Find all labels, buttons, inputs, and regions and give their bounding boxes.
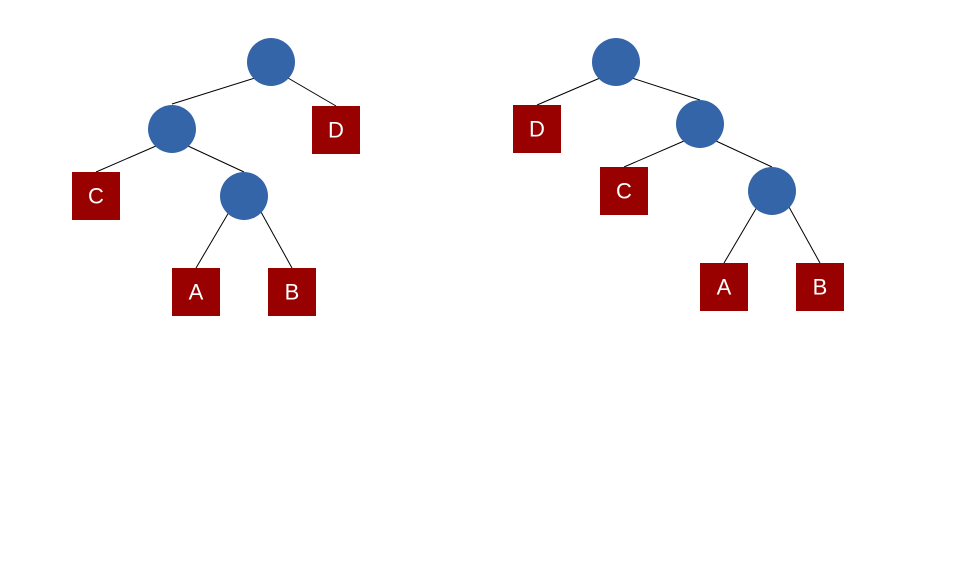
inner-node xyxy=(148,105,196,153)
leaf-label: C xyxy=(88,184,104,209)
edge-root-to-leaf-d xyxy=(536,77,601,106)
leaf-node-c: C xyxy=(600,167,648,215)
leaf-node-b: B xyxy=(796,263,844,311)
leaf-node-d: D xyxy=(312,106,360,154)
edge-inner1-to-leaf-c xyxy=(95,145,157,173)
leaf-label: D xyxy=(529,117,545,142)
inner-node xyxy=(748,167,796,215)
root-node xyxy=(592,38,640,86)
leaf-node-b: B xyxy=(268,268,316,316)
leaf-label: B xyxy=(813,275,828,300)
leaf-label: A xyxy=(189,280,204,305)
root-node xyxy=(247,38,295,86)
leaf-label: D xyxy=(328,118,344,143)
leaf-node-d: D xyxy=(513,105,561,153)
leaf-node-a: A xyxy=(700,263,748,311)
edge-inner2-to-leaf-b xyxy=(260,211,293,269)
edge-inner2-to-leaf-a xyxy=(723,206,758,264)
edge-inner2-to-leaf-b xyxy=(788,206,821,264)
leaf-label: A xyxy=(717,275,732,300)
edge-inner1-to-inner2 xyxy=(715,140,773,168)
edge-inner2-to-leaf-a xyxy=(195,211,230,269)
edge-inner1-to-leaf-c xyxy=(623,140,685,168)
leaf-node-a: A xyxy=(172,268,220,316)
edge-root-to-inner1 xyxy=(171,77,256,105)
edge-root-to-leaf-d xyxy=(287,77,337,107)
inner-node xyxy=(220,172,268,220)
edge-inner1-to-inner2 xyxy=(187,145,245,173)
leaf-label: B xyxy=(285,280,300,305)
leaf-label: C xyxy=(616,179,632,204)
inner-node xyxy=(676,100,724,148)
edge-root-to-inner1 xyxy=(631,77,701,101)
left-tree: C A B D xyxy=(72,38,360,316)
leaf-node-c: C xyxy=(72,172,120,220)
right-tree: D C A B xyxy=(513,38,844,311)
